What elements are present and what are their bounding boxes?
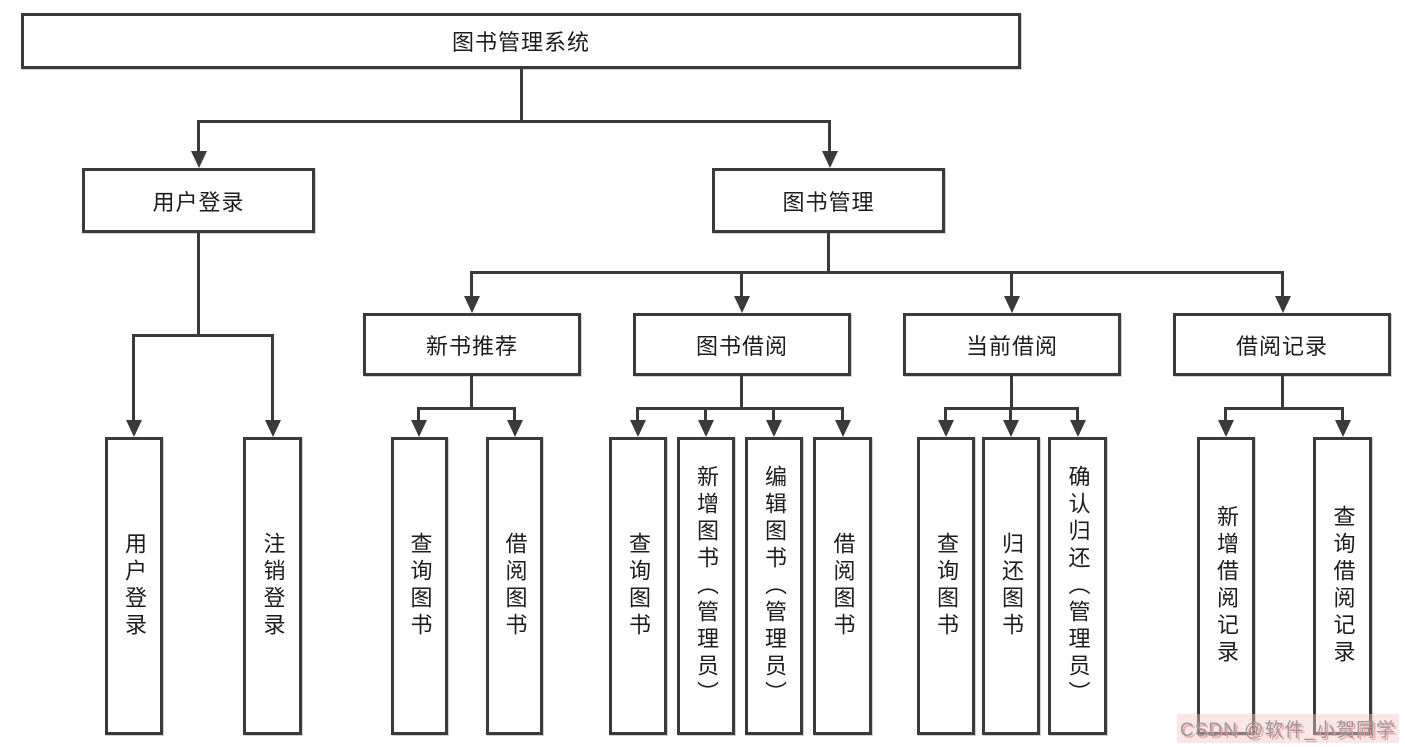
arrow-down-icon bbox=[1217, 407, 1234, 437]
leaf-current-query-book: 查询图书 bbox=[917, 437, 975, 735]
arrow-down-icon bbox=[834, 407, 851, 437]
node-current-borrow-label: 当前借阅 bbox=[965, 333, 1058, 359]
connector-book-management-stem bbox=[827, 233, 830, 271]
node-user-login-label: 用户登录 bbox=[152, 189, 245, 215]
leaf-query-borrow-record-label: 查询借阅记录 bbox=[1330, 505, 1356, 667]
leaf-recommend-query-book-label: 查询图书 bbox=[407, 532, 433, 640]
arrow-down-icon bbox=[264, 334, 281, 437]
arrow-down-icon bbox=[463, 271, 480, 313]
arrow-down-icon bbox=[506, 407, 523, 437]
leaf-confirm-return-admin-label: 确认归还（管理员） bbox=[1065, 464, 1091, 708]
node-root-label: 图书管理系统 bbox=[451, 30, 590, 55]
arrow-down-icon bbox=[629, 407, 646, 437]
leaf-add-book-admin: 新增图书（管理员） bbox=[677, 437, 735, 735]
connector-current-stem bbox=[1010, 376, 1013, 407]
connector-recommend-stem bbox=[470, 376, 473, 407]
node-book-borrow: 图书借阅 bbox=[633, 313, 851, 376]
leaf-return-book-label: 归还图书 bbox=[999, 532, 1024, 640]
leaf-borrow-query-book-label: 查询图书 bbox=[626, 532, 651, 640]
arrow-down-icon bbox=[1274, 271, 1291, 313]
node-book-management: 图书管理 bbox=[712, 168, 945, 233]
arrow-down-icon bbox=[765, 407, 782, 437]
arrow-down-icon bbox=[697, 407, 714, 437]
leaf-borrow-book-label: 借阅图书 bbox=[830, 532, 856, 640]
arrow-down-icon bbox=[1334, 407, 1351, 437]
leaf-add-book-admin-label: 新增图书（管理员） bbox=[694, 464, 719, 708]
node-book-management-label: 图书管理 bbox=[782, 189, 875, 215]
arrow-down-icon bbox=[1003, 271, 1020, 313]
node-borrow-record-label: 借阅记录 bbox=[1235, 333, 1328, 359]
arrow-down-icon bbox=[125, 334, 142, 437]
leaf-query-borrow-record: 查询借阅记录 bbox=[1313, 437, 1372, 735]
connector-root-rail bbox=[197, 120, 831, 123]
arrow-down-icon bbox=[1002, 407, 1019, 437]
leaf-logout: 注销登录 bbox=[243, 437, 302, 735]
leaf-recommend-borrow-book-label: 借阅图书 bbox=[502, 532, 528, 640]
node-user-login: 用户登录 bbox=[82, 168, 315, 233]
node-root: 图书管理系统 bbox=[21, 13, 1021, 69]
leaf-user-login: 用户登录 bbox=[105, 437, 163, 735]
leaf-add-borrow-record-label: 新增借阅记录 bbox=[1214, 505, 1239, 667]
connector-root-stem bbox=[520, 69, 523, 120]
csdn-watermark: CSDN @软件_小贺同学 bbox=[1177, 714, 1399, 743]
arrow-down-icon bbox=[937, 407, 954, 437]
arrow-down-icon bbox=[1069, 407, 1086, 437]
leaf-recommend-query-book: 查询图书 bbox=[391, 437, 448, 735]
node-current-borrow: 当前借阅 bbox=[903, 313, 1121, 376]
leaf-confirm-return-admin: 确认归还（管理员） bbox=[1048, 437, 1107, 735]
leaf-user-login-label: 用户登录 bbox=[122, 532, 147, 640]
arrow-down-icon bbox=[410, 407, 427, 437]
connector-borrow-stem bbox=[740, 376, 743, 407]
leaf-borrow-query-book: 查询图书 bbox=[609, 437, 667, 735]
leaf-logout-label: 注销登录 bbox=[260, 532, 286, 640]
leaf-edit-book-admin: 编辑图书（管理员） bbox=[745, 437, 803, 735]
connector-book-management-rail bbox=[470, 271, 1284, 274]
connector-record-stem bbox=[1281, 376, 1284, 407]
node-book-borrow-label: 图书借阅 bbox=[695, 333, 788, 359]
connector-record-rail bbox=[1224, 407, 1344, 410]
connector-borrow-rail bbox=[636, 407, 844, 410]
arrow-down-icon bbox=[733, 271, 750, 313]
node-borrow-record: 借阅记录 bbox=[1173, 313, 1391, 376]
leaf-borrow-book: 借阅图书 bbox=[813, 437, 872, 735]
connector-user-login-stem bbox=[197, 233, 200, 334]
node-new-book-recommend: 新书推荐 bbox=[363, 313, 581, 376]
connector-user-login-rail bbox=[132, 334, 274, 337]
connector-recommend-rail bbox=[417, 407, 516, 410]
leaf-current-query-book-label: 查询图书 bbox=[934, 532, 959, 640]
arrow-down-icon bbox=[190, 120, 207, 168]
leaf-return-book: 归还图书 bbox=[982, 437, 1040, 735]
arrow-down-icon bbox=[821, 120, 838, 168]
leaf-recommend-borrow-book: 借阅图书 bbox=[486, 437, 543, 735]
node-new-book-recommend-label: 新书推荐 bbox=[425, 333, 518, 359]
leaf-edit-book-admin-label: 编辑图书（管理员） bbox=[762, 464, 787, 708]
leaf-add-borrow-record: 新增借阅记录 bbox=[1197, 437, 1255, 735]
